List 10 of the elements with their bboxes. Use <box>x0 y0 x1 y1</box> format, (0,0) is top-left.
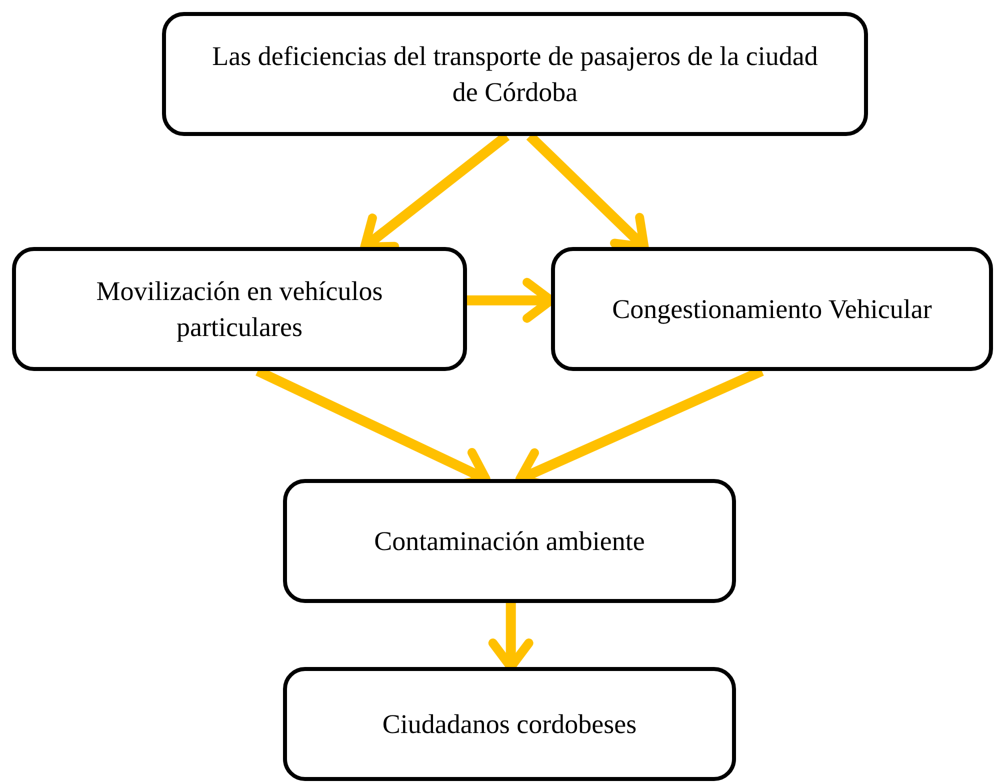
process-box <box>283 667 736 781</box>
process-box <box>12 247 467 371</box>
process-box <box>551 247 993 371</box>
box-text: Movilización en vehículos particulares <box>95 275 384 344</box>
process-box <box>162 12 868 136</box>
box-text: Las deficiencias del transporte de pasajeros de la ciudad de Córdoba <box>211 40 819 109</box>
box-text: Congestionamiento Vehicular <box>612 293 932 326</box>
process-box <box>283 479 736 603</box>
box-text: Ciudadanos cordobeses <box>382 708 637 741</box>
box-text: Contaminación ambiente <box>374 525 645 558</box>
